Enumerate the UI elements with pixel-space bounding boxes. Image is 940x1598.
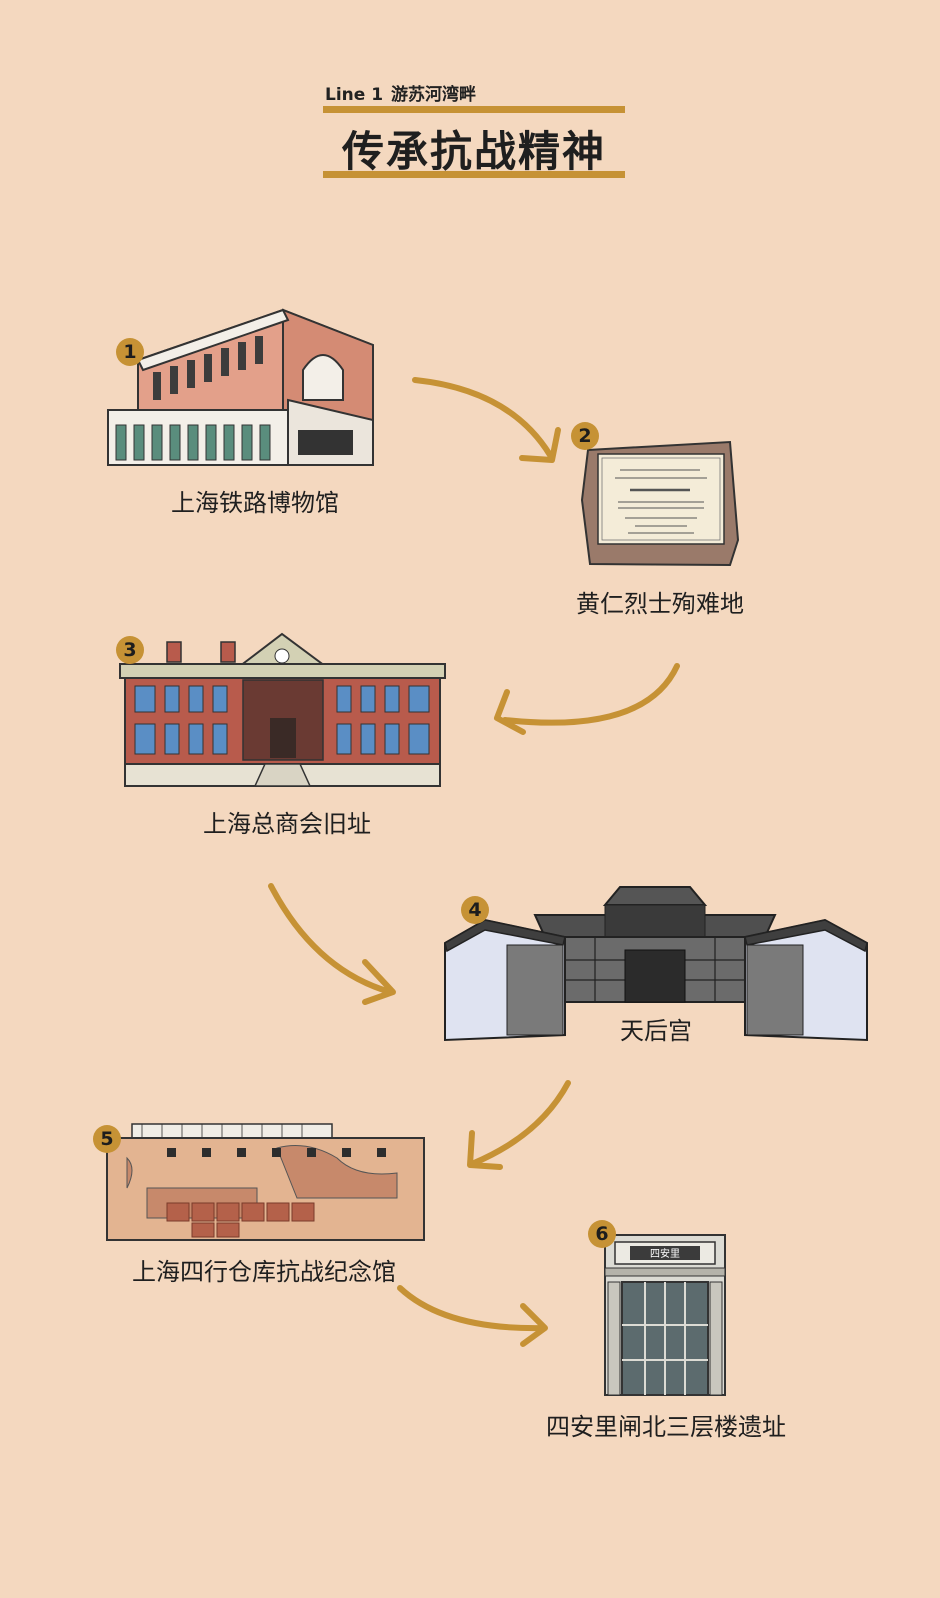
page-title: 传承抗战精神 (341, 127, 606, 176)
gate-sign-text: 四安里 (650, 1247, 680, 1260)
stop-number-badge: 2 (571, 422, 599, 450)
line-subtitle: 游苏河湾畔 (391, 85, 477, 105)
chamber-of-commerce-illustration (119, 632, 446, 787)
curved-arrow-right-icon (412, 377, 561, 463)
stop-number-badge: 6 (588, 1220, 616, 1248)
stop-number-badge: 4 (461, 896, 489, 924)
line-tag: Line 1 游苏河湾畔 (325, 80, 476, 105)
curved-arrow-right-icon (268, 883, 396, 1005)
tianhou-temple-illustration (444, 886, 868, 1042)
stop-6-label: 四安里闸北三层楼遗址 (546, 1413, 786, 1441)
stop-4-label: 天后宫 (620, 1017, 692, 1045)
stop-1-label: 上海铁路博物馆 (171, 489, 339, 517)
header-bar-top (323, 106, 625, 113)
stop-2-label: 黄仁烈士殉难地 (576, 590, 744, 618)
railway-museum-illustration (107, 308, 374, 467)
stop-3-label: 上海总商会旧址 (203, 810, 371, 838)
memorial-plaque-illustration (580, 440, 740, 567)
stop-number-badge: 5 (93, 1125, 121, 1153)
line-label: Line 1 (325, 85, 384, 105)
stop-number-badge: 1 (116, 338, 144, 366)
curved-arrow-left-icon (467, 1080, 571, 1170)
stop-number-badge: 3 (116, 636, 144, 664)
sihang-warehouse-illustration (106, 1123, 425, 1241)
curved-arrow-right-icon (397, 1285, 548, 1347)
stop-5-label: 上海四行仓库抗战纪念馆 (132, 1258, 396, 1286)
curved-arrow-left-icon (494, 663, 680, 735)
sianli-gate-illustration: 四安里 (604, 1234, 726, 1396)
header-bar-bottom (323, 171, 625, 178)
